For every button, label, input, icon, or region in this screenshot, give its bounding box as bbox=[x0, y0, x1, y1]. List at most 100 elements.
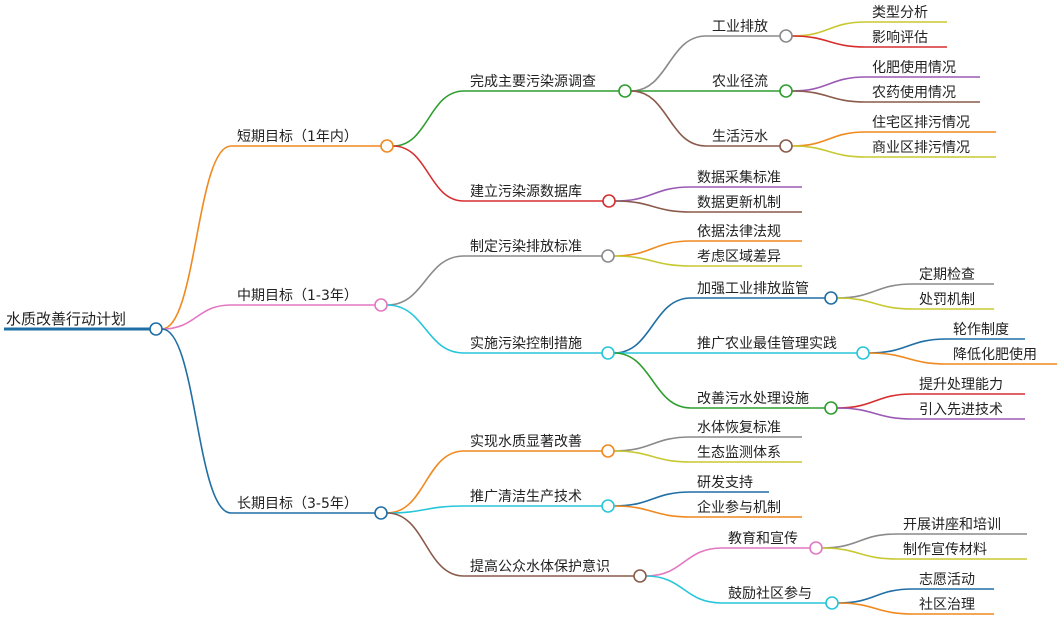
node-dot-root[interactable] bbox=[149, 322, 163, 336]
node-label-l: 长期目标（3-5年） bbox=[237, 496, 358, 512]
node-dot-l1[interactable] bbox=[601, 444, 615, 458]
edge-l2-l2a bbox=[613, 491, 692, 507]
edge-m2-m2a bbox=[613, 297, 692, 354]
node-dot-m2[interactable] bbox=[601, 346, 615, 360]
node-dot-l3a[interactable] bbox=[809, 541, 823, 555]
node-label-s1c1: 住宅区排污情况 bbox=[872, 115, 970, 131]
node-dot-l3b[interactable] bbox=[825, 596, 839, 610]
edge-s1b-s1b2 bbox=[791, 90, 867, 103]
edge-l3a-l3a1 bbox=[821, 533, 898, 549]
edge-s1-s1a bbox=[630, 35, 707, 92]
edge-l3b-l3b1 bbox=[837, 588, 914, 604]
node-label-l1: 实现水质显著改善 bbox=[470, 434, 582, 450]
edge-l2-l2b bbox=[613, 505, 692, 518]
edge-m2b-m2b1 bbox=[868, 338, 948, 354]
node-label-s2b: 数据更新机制 bbox=[697, 195, 781, 211]
edge-s-s2 bbox=[392, 145, 465, 202]
node-label-s1: 完成主要污染源调查 bbox=[470, 74, 596, 90]
node-label-m: 中期目标（1-3年） bbox=[237, 288, 358, 304]
edge-l3a-l3a2 bbox=[821, 547, 898, 560]
edge-l-l1 bbox=[386, 450, 465, 514]
edge-s1a-s1a2 bbox=[791, 35, 867, 48]
node-label-l3a: 教育和宣传 bbox=[728, 531, 798, 547]
edge-s2-s2a bbox=[614, 186, 692, 202]
node-dot-m2a[interactable] bbox=[824, 291, 838, 305]
node-label-m2c2: 引入先进技术 bbox=[919, 402, 1003, 418]
node-label-m2b2: 降低化肥使用 bbox=[953, 346, 1037, 363]
edge-m-m2 bbox=[386, 304, 465, 354]
node-label-m1b: 考虑区域差异 bbox=[697, 249, 781, 265]
edge-m-m1 bbox=[386, 255, 465, 306]
edge-l3-l3a bbox=[645, 547, 723, 577]
node-label-m2a1: 定期检查 bbox=[919, 267, 975, 283]
dots-layer bbox=[149, 29, 870, 610]
node-label-m2c1: 提升处理能力 bbox=[919, 377, 1003, 393]
edge-s1c-s1c2 bbox=[791, 145, 867, 158]
node-dot-l3[interactable] bbox=[633, 569, 647, 583]
edge-root-m bbox=[161, 304, 232, 330]
edge-s1a-s1a1 bbox=[791, 21, 867, 37]
edge-m2-m2c bbox=[613, 352, 692, 409]
node-label-m1a: 依据法律法规 bbox=[697, 224, 781, 240]
node-dot-m1[interactable] bbox=[601, 249, 615, 263]
edge-l-l3 bbox=[386, 512, 465, 577]
node-label-s: 短期目标（1年内） bbox=[237, 129, 358, 145]
edge-s1-s1c bbox=[630, 90, 707, 147]
node-dot-s1b[interactable] bbox=[779, 84, 793, 98]
edges-layer bbox=[161, 21, 948, 615]
node-label-s1c2: 商业区排污情况 bbox=[872, 140, 970, 156]
edge-root-s bbox=[161, 145, 232, 330]
edge-m2a-m2a2 bbox=[836, 297, 914, 310]
edge-m2c-m2c2 bbox=[836, 407, 914, 420]
node-label-s2a: 数据采集标准 bbox=[697, 169, 781, 186]
node-label-root: 水质改善行动计划 bbox=[6, 310, 126, 328]
node-label-m2: 实施污染控制措施 bbox=[470, 336, 582, 352]
node-dot-s2[interactable] bbox=[602, 194, 616, 208]
node-dot-m2b[interactable] bbox=[856, 346, 870, 360]
node-label-l2b: 企业参与机制 bbox=[697, 499, 781, 516]
node-dot-l[interactable] bbox=[374, 506, 388, 520]
node-label-s1b: 农业径流 bbox=[712, 74, 768, 90]
node-label-s1a2: 影响评估 bbox=[872, 30, 928, 46]
node-label-m2b1: 轮作制度 bbox=[953, 322, 1009, 338]
node-label-s1b1: 化肥使用情况 bbox=[872, 59, 956, 76]
edge-l3b-l3b2 bbox=[837, 602, 914, 615]
node-label-l2a: 研发支持 bbox=[697, 475, 753, 491]
edge-m1-m1a bbox=[613, 240, 692, 257]
edge-m2b-m2b2 bbox=[868, 352, 948, 365]
node-label-l2: 推广清洁生产技术 bbox=[470, 489, 582, 505]
edge-l3-l3b bbox=[645, 575, 723, 604]
edge-l-l2 bbox=[386, 505, 465, 514]
node-label-l3b: 鼓励社区参与 bbox=[728, 585, 812, 602]
node-dot-m[interactable] bbox=[374, 298, 388, 312]
node-label-l3a1: 开展讲座和培训 bbox=[903, 517, 1001, 533]
node-dot-s1[interactable] bbox=[618, 84, 632, 98]
node-dot-s1a[interactable] bbox=[779, 29, 793, 43]
node-label-l3b1: 志愿活动 bbox=[919, 572, 975, 588]
node-label-l1b: 生态监测体系 bbox=[697, 445, 781, 461]
node-label-s1a: 工业排放 bbox=[712, 19, 768, 35]
edge-l1-l1b bbox=[613, 450, 692, 463]
node-label-s1b2: 农药使用情况 bbox=[872, 84, 956, 101]
node-label-m2c: 改善污水处理设施 bbox=[697, 391, 809, 407]
node-dot-s1c[interactable] bbox=[779, 139, 793, 153]
node-label-m2a2: 处罚机制 bbox=[919, 292, 975, 308]
edge-s1b-s1b1 bbox=[791, 76, 867, 92]
node-label-m2b: 推广农业最佳管理实践 bbox=[697, 336, 837, 352]
node-dot-m2c[interactable] bbox=[824, 401, 838, 415]
node-label-m2a: 加强工业排放监管 bbox=[697, 281, 809, 297]
edge-m1-m1b bbox=[613, 255, 692, 267]
node-label-l3b2: 社区治理 bbox=[919, 597, 975, 613]
node-dot-s[interactable] bbox=[380, 139, 394, 153]
edge-s1c-s1c1 bbox=[791, 131, 867, 147]
node-dot-l2[interactable] bbox=[601, 499, 615, 513]
node-label-l3: 提高公众水体保护意识 bbox=[470, 558, 610, 575]
edge-s-s1 bbox=[392, 90, 465, 147]
edge-l1-l1a bbox=[613, 436, 692, 452]
node-label-l3a2: 制作宣传材料 bbox=[903, 542, 987, 558]
edge-m2c-m2c1 bbox=[836, 393, 914, 409]
node-label-s1c: 生活污水 bbox=[712, 129, 768, 145]
edge-s2-s2b bbox=[614, 200, 692, 213]
edge-m2a-m2a1 bbox=[836, 283, 914, 299]
